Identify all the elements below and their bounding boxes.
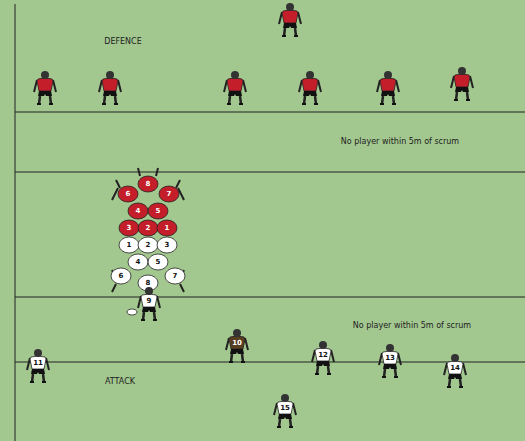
player-number: 1	[126, 242, 133, 249]
attack-player	[379, 344, 401, 377]
player-number: 12	[317, 352, 329, 359]
offside-line	[15, 112, 525, 113]
ball	[127, 309, 137, 315]
red-scrum-player	[159, 186, 179, 202]
defence-player	[99, 71, 121, 104]
red-scrum-player	[118, 186, 138, 202]
red-scrum-player	[138, 176, 158, 192]
white-scrum-player	[157, 237, 177, 253]
white-scrum-player	[119, 237, 139, 253]
defence-player	[224, 71, 246, 104]
player-number: 11	[32, 360, 44, 367]
player-number: 7	[172, 273, 179, 280]
player-number: 2	[145, 225, 152, 232]
player-number: 7	[166, 191, 173, 198]
defence-players	[34, 3, 473, 104]
defence-player	[377, 71, 399, 104]
player-number: 6	[125, 191, 132, 198]
player-number: 5	[155, 208, 162, 215]
scrum	[111, 168, 185, 292]
red-scrum-player	[119, 220, 139, 236]
defence-player	[279, 3, 301, 36]
offside-line	[15, 172, 525, 173]
player-number: 5	[155, 259, 162, 266]
red-scrum-player	[157, 220, 177, 236]
white-scrum-player	[138, 237, 158, 253]
zone-label: DEFENCE	[103, 38, 143, 46]
player-number: 15	[279, 405, 291, 412]
scrum-half	[138, 287, 160, 320]
offside-line	[15, 297, 525, 298]
white-scrum-player	[128, 254, 148, 270]
player-number: 13	[384, 355, 396, 362]
player-number: 8	[145, 181, 152, 188]
zone-note: No player within 5m of scrum	[352, 322, 472, 330]
player-number: 8	[145, 280, 152, 287]
attack-players	[27, 329, 466, 427]
player-number: 4	[135, 259, 142, 266]
defence-player	[451, 67, 473, 100]
player-number: 2	[145, 242, 152, 249]
player-number: 1	[164, 225, 171, 232]
attack-player	[27, 349, 49, 382]
defence-player	[34, 71, 56, 104]
pitch-lines	[15, 4, 525, 441]
white-scrum-player	[165, 268, 185, 284]
attack-player	[444, 354, 466, 387]
red-scrum-player	[148, 203, 168, 219]
red-scrum-player	[138, 220, 158, 236]
attack-player	[312, 341, 334, 374]
player-number: 10	[231, 340, 243, 347]
player-number: 3	[126, 225, 133, 232]
attack-player	[274, 394, 296, 427]
white-scrum-player	[148, 254, 168, 270]
red-scrum-player	[128, 203, 148, 219]
player-number: 14	[449, 365, 461, 372]
zone-note: No player within 5m of scrum	[340, 138, 460, 146]
white-scrum-player	[111, 268, 131, 284]
player-number: 4	[135, 208, 142, 215]
touch-line	[15, 4, 16, 441]
player-number: 6	[118, 273, 125, 280]
player-number: 9	[146, 298, 153, 305]
player-number: 3	[164, 242, 171, 249]
attack-player	[226, 329, 248, 362]
zone-label: ATTACK	[104, 378, 136, 386]
defence-player	[299, 71, 321, 104]
